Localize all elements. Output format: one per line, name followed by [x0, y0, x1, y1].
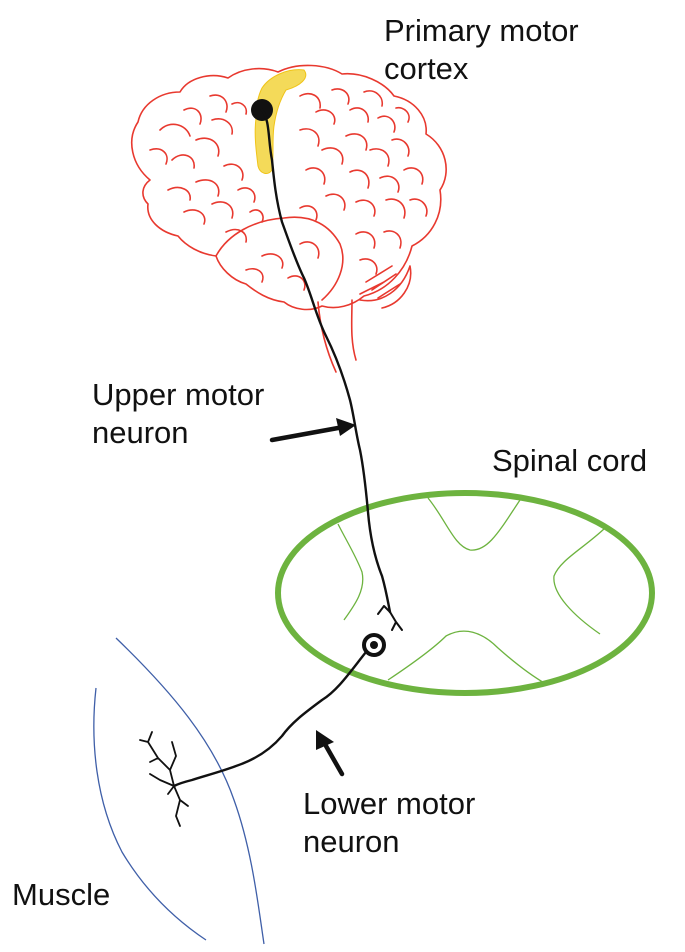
- primary-motor-cortex-label-line-1: Primary motor: [384, 13, 579, 48]
- cerebellum: [359, 265, 412, 309]
- motor-cortex-highlight: [254, 69, 307, 174]
- spinal-gray-matter: [337, 497, 606, 685]
- lower-motor-neuron-label-line-2: neuron: [303, 824, 400, 859]
- muscle: [93, 637, 265, 945]
- spinal-cord-label: Spinal cord: [492, 443, 648, 478]
- lower-arrow-shaft: [323, 743, 345, 777]
- upper-motor-neuron-label-line-1: Upper motor: [92, 377, 265, 412]
- lower-neuron-cell-body: [362, 633, 386, 657]
- spinal-cord-outline: [275, 490, 655, 696]
- neuromuscular-branches: [139, 731, 189, 827]
- upper-arrow-head: [336, 418, 356, 436]
- lower-motor-neuron-label: Lower motor neuron: [303, 785, 475, 861]
- lower-neuron-pointer-arrow: [316, 730, 345, 777]
- muscle-line-outer: [115, 637, 265, 945]
- muscle-label: Muscle: [12, 877, 111, 912]
- muscle-line-inner: [93, 687, 207, 941]
- upper-motor-neuron: [251, 99, 403, 631]
- upper-neuron-terminal: [377, 605, 403, 631]
- upper-neuron-axon: [260, 108, 392, 614]
- lower-arrow-head: [316, 730, 334, 750]
- lower-motor-neuron-label-line-1: Lower motor: [303, 786, 476, 821]
- spinal-cord: [275, 490, 655, 696]
- upper-motor-neuron-label: Upper motor neuron: [92, 376, 264, 452]
- brain-gyri: [149, 88, 428, 291]
- primary-motor-cortex-label-line-2: cortex: [384, 51, 469, 86]
- upper-motor-neuron-label-line-2: neuron: [92, 415, 189, 450]
- brain: [130, 64, 447, 373]
- upper-arrow-shaft: [269, 425, 341, 443]
- lower-neuron-nucleus: [370, 641, 378, 649]
- lower-neuron-axon: [172, 650, 368, 788]
- brainstem: [317, 299, 357, 373]
- upper-neuron-pointer-arrow: [269, 418, 356, 443]
- lower-motor-neuron: [139, 633, 386, 827]
- cerebellum-folds: [359, 265, 401, 299]
- primary-motor-cortex-label: Primary motor cortex: [384, 12, 579, 88]
